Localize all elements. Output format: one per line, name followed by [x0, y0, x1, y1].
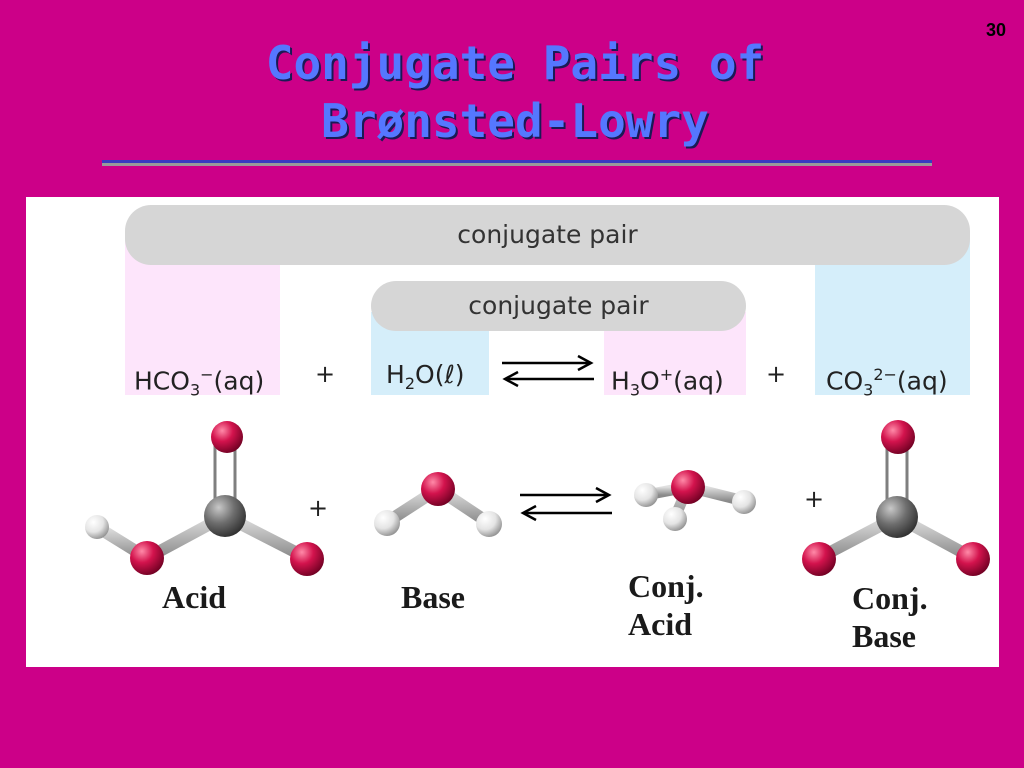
water-molecule	[374, 472, 502, 537]
title-line-2: Brønsted-Lowry	[321, 94, 709, 148]
oxygen-atom	[802, 542, 836, 576]
slide-title: Conjugate Pairs of Brønsted-Lowry	[100, 34, 930, 150]
species-h2o: H2O(ℓ)	[386, 360, 465, 393]
equilibrium-arrow	[502, 354, 594, 388]
species-h3o: H3O+(aq)	[611, 365, 724, 400]
base-label: Base	[401, 579, 465, 615]
oxygen-atom	[130, 541, 164, 575]
oxygen-atom	[671, 470, 705, 504]
oxygen-atom	[956, 542, 990, 576]
molecule-equilibrium-arrow	[520, 486, 612, 522]
oxygen-atom	[211, 421, 243, 453]
carbon-atom	[204, 495, 246, 537]
acid-label: Acid	[162, 579, 226, 615]
species-co3: CO32−(aq)	[826, 365, 948, 400]
title-underline	[102, 160, 932, 163]
equation-plus-2: +	[766, 360, 787, 388]
conj-base-label: Conj. Base	[852, 580, 928, 654]
diagram-panel: conjugate pair conjugate pair HCO3−(aq) …	[26, 197, 999, 667]
hydrogen-atom	[476, 511, 502, 537]
hydrogen-atom	[634, 483, 658, 507]
conj-acid-label: Conj. Acid	[628, 568, 704, 642]
molecule-plus-2: +	[804, 485, 825, 513]
hydrogen-atom	[374, 510, 400, 536]
title-line-1: Conjugate Pairs of	[265, 36, 765, 90]
hydrogen-atom	[663, 507, 687, 531]
inner-conjugate-pair-bracket: conjugate pair	[371, 281, 746, 331]
carbon-atom	[876, 496, 918, 538]
equation-plus-1: +	[315, 360, 336, 388]
molecule-plus-1: +	[308, 494, 329, 522]
oxygen-atom	[290, 542, 324, 576]
slide-number: 30	[985, 20, 1006, 40]
outer-conjugate-pair-label: conjugate pair	[457, 220, 638, 249]
hydrogen-atom	[732, 490, 756, 514]
inner-conjugate-pair-label: conjugate pair	[468, 291, 649, 320]
hydrogen-atom	[85, 515, 109, 539]
oxygen-atom	[421, 472, 455, 506]
oxygen-atom	[881, 420, 915, 454]
species-hco3: HCO3−(aq)	[134, 365, 265, 400]
outer-conjugate-pair-bracket: conjugate pair	[125, 205, 970, 265]
hydronium-molecule	[634, 470, 756, 531]
bicarbonate-molecule	[85, 421, 324, 576]
carbonate-molecule	[802, 420, 990, 576]
